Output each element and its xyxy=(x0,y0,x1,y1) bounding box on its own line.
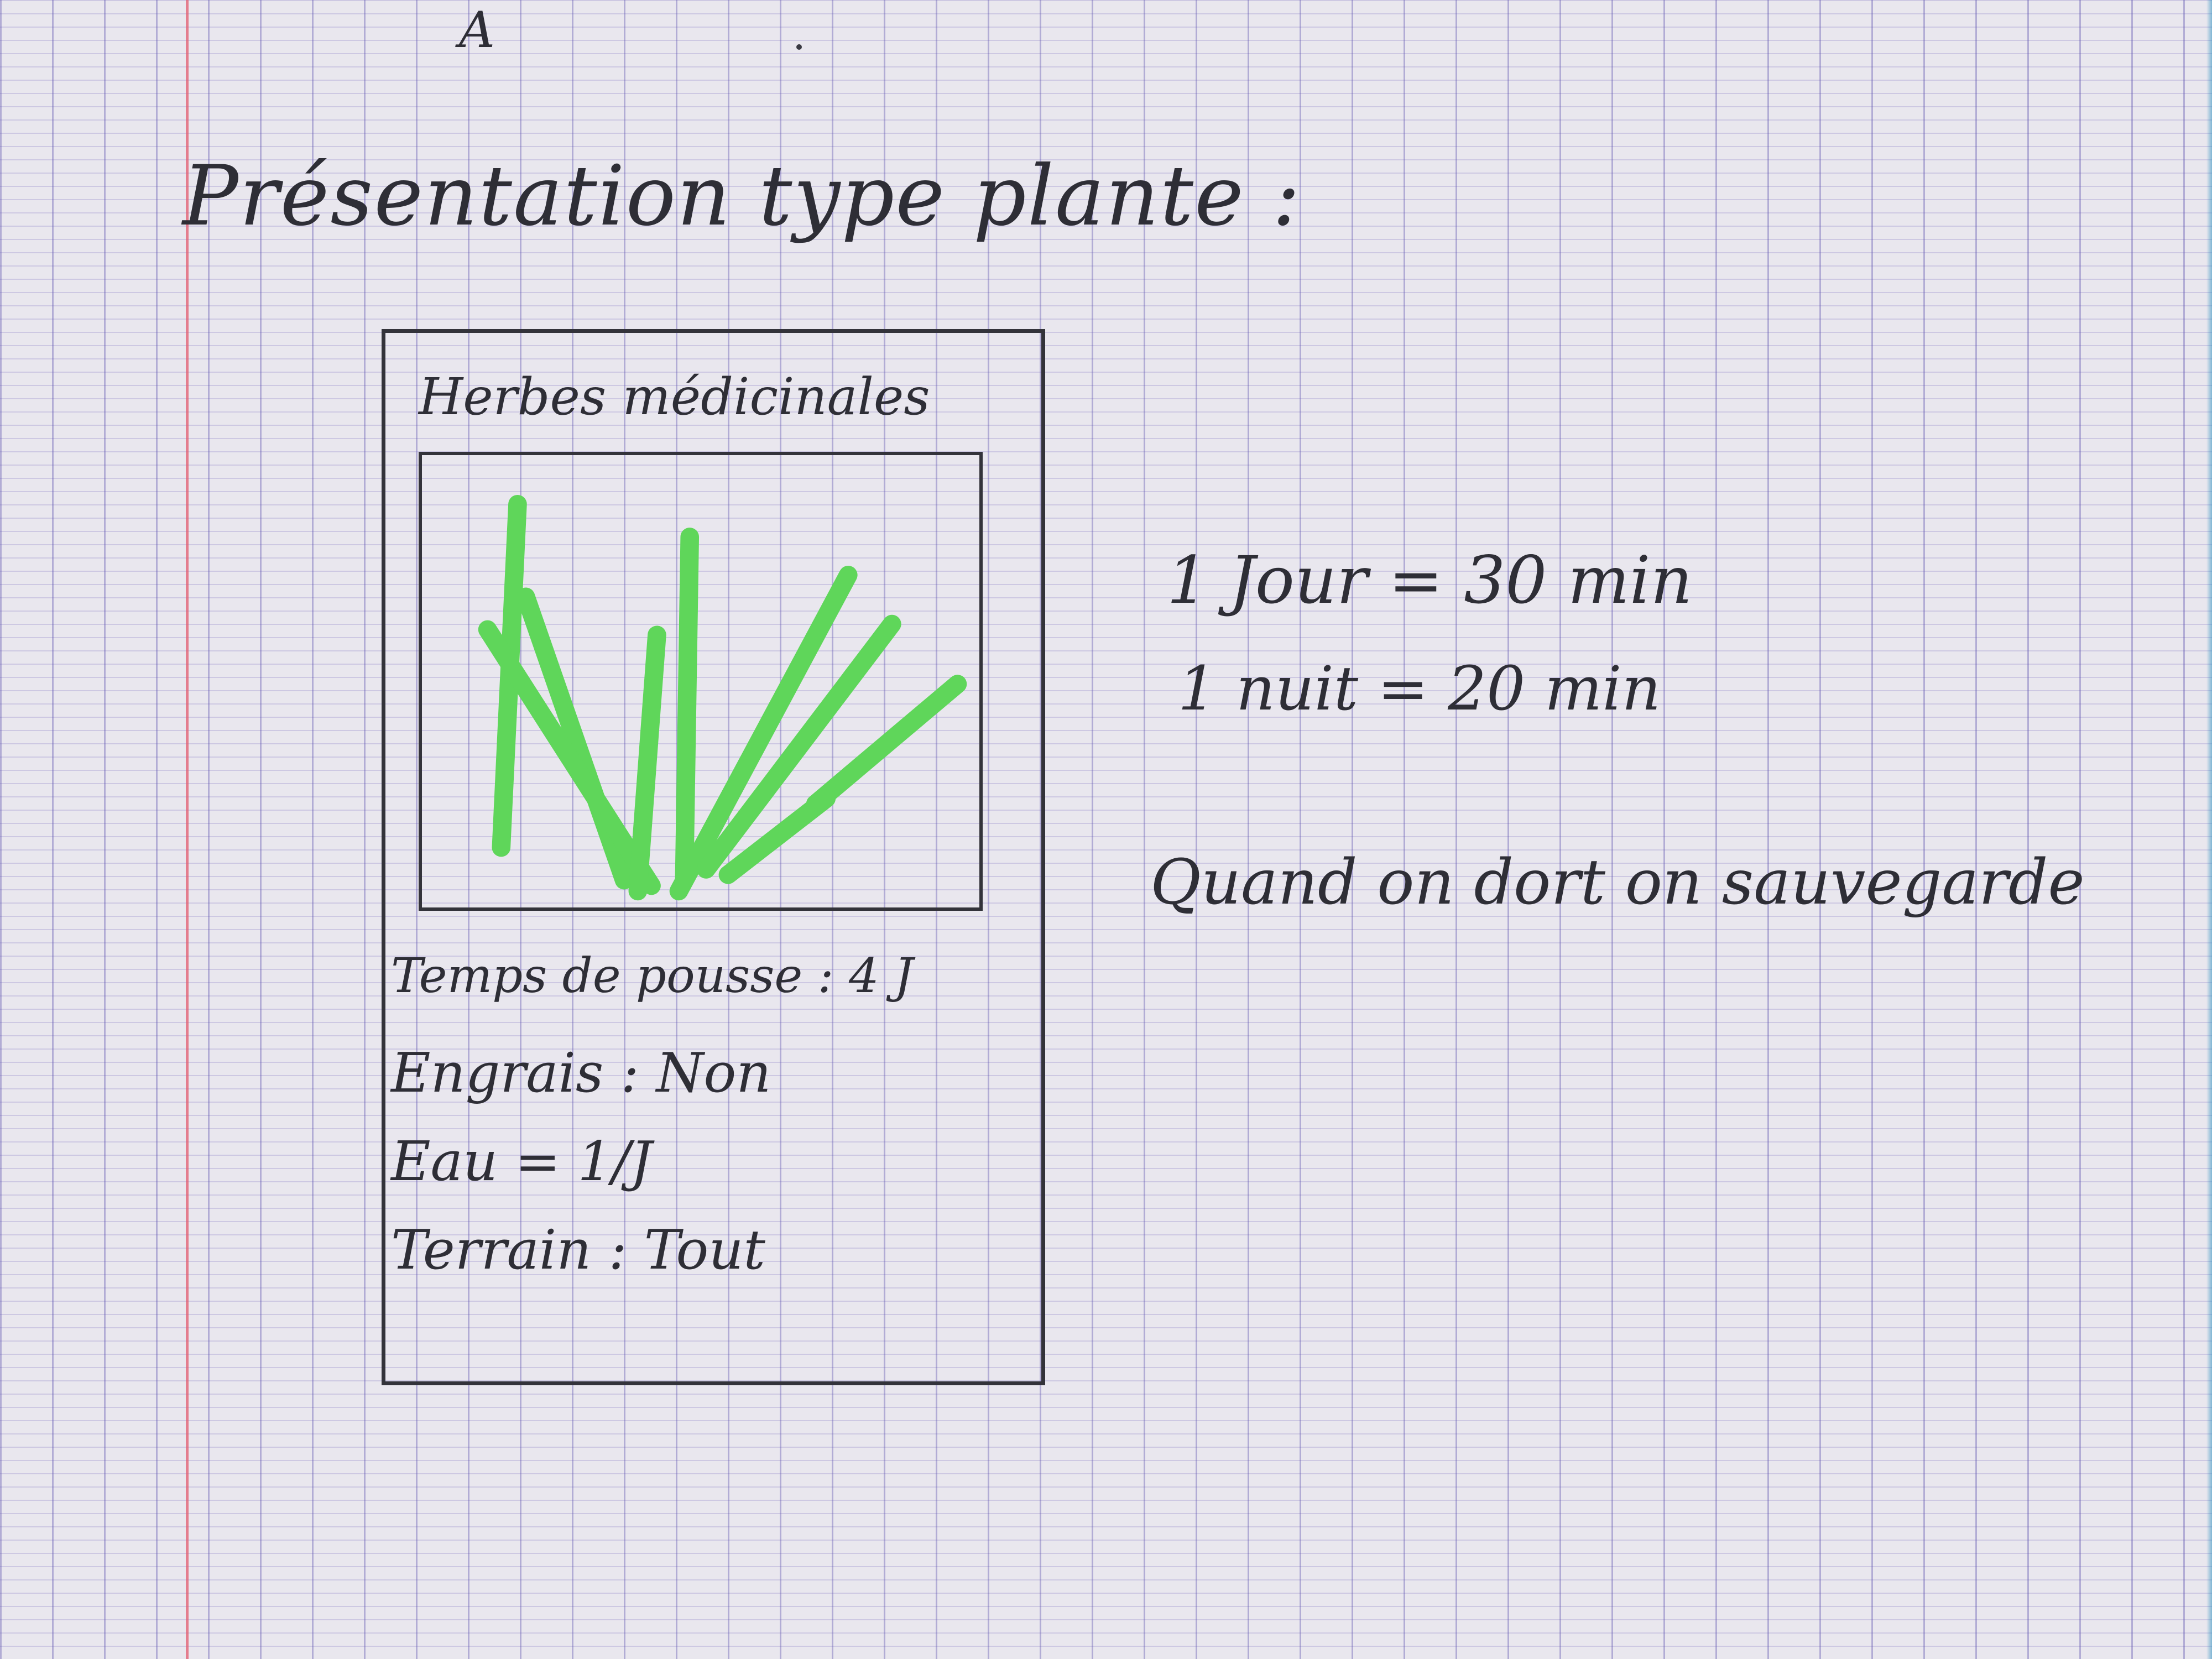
grass-icon xyxy=(478,494,967,901)
page-edge xyxy=(2206,0,2212,1659)
page-title: Présentation type plante : xyxy=(182,148,1302,244)
plant-image-frame xyxy=(419,452,983,911)
page-mark: A xyxy=(459,1,495,59)
ink-dot xyxy=(796,44,802,50)
note-save-on-sleep: Quand on dort on sauvegarde xyxy=(1150,847,2085,919)
stat-growth-time: Temps de pousse : 4 J xyxy=(391,948,914,1004)
note-day-duration: 1 Jour = 30 min xyxy=(1167,542,1693,618)
stat-water: Eau = 1/J xyxy=(391,1130,653,1193)
stat-terrain: Terrain : Tout xyxy=(391,1219,765,1282)
stat-fertilizer: Engrais : Non xyxy=(391,1042,771,1105)
margin-line xyxy=(186,0,189,1659)
card-heading: Herbes médicinales xyxy=(419,367,930,426)
plant-card-wireframe: Herbes médicinales Temps de pousse : 4 J… xyxy=(382,329,1045,1385)
note-night-duration: 1 nuit = 20 min xyxy=(1178,653,1661,724)
